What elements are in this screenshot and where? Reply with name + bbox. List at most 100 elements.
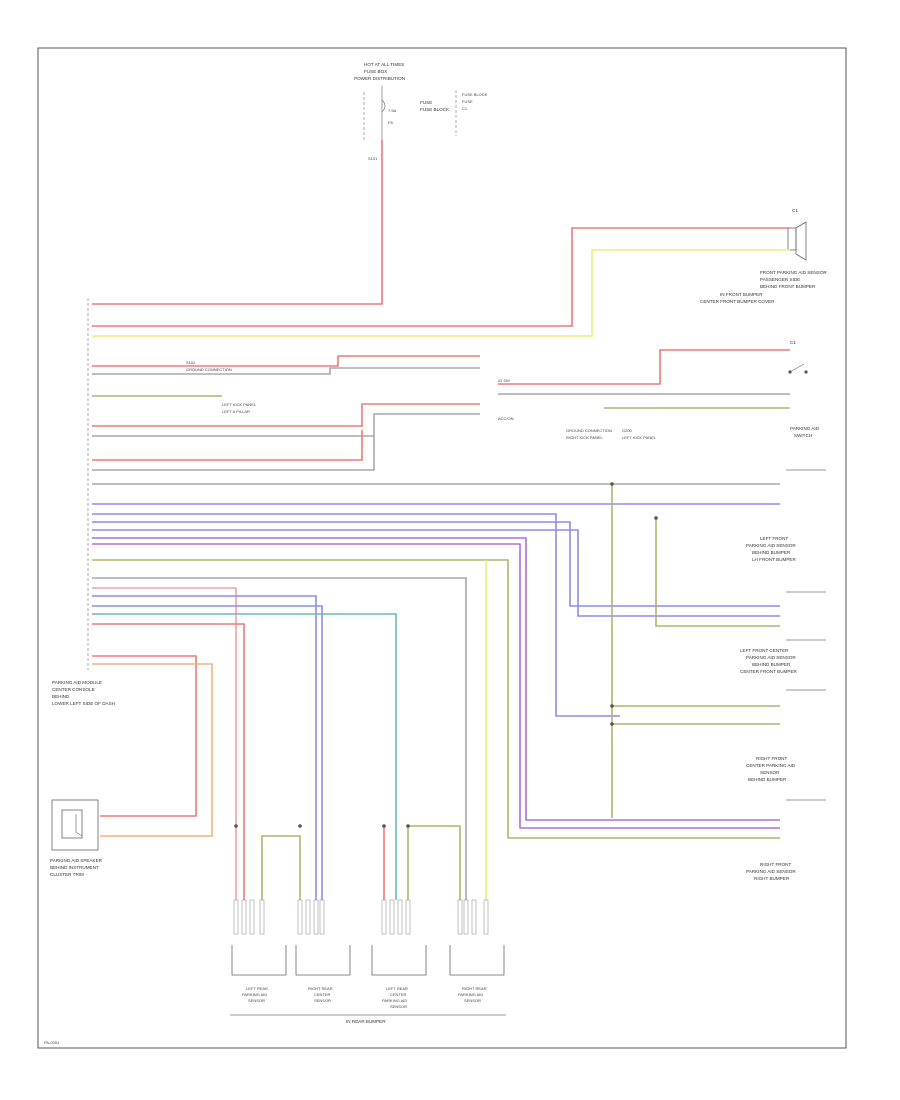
label-rear-sensor-4: RIGHT REAR [462,986,487,991]
label-parking-aid-switch: PARKING AID [790,426,820,431]
label-lh-center-sensor-3: BEHIND BUMPER [752,662,791,667]
wire-switch-line [498,349,790,385]
label-ground-g: G200 [622,428,633,433]
connector-pin [241,899,247,935]
label-page-id: PA-0001 [44,1040,60,1045]
splice-dot [610,704,614,708]
label-front-sensor-rh: FRONT PARKING AID SENSOR [760,270,827,275]
label-ign-sw-2: ACC/ON [498,416,514,421]
label-splice-top: S101 [368,156,378,161]
label-rear-sensor-4b: PARKING AID [458,992,483,997]
label-front-sensor-rh-5: CENTER FRONT BUMPER COVER [700,299,775,304]
label-rear-sensor-2c: SENSOR [314,998,331,1003]
label-lh-center-sensor-2: PARKING AID SENSOR [746,655,796,660]
label-rear-sensor-2b: CENTER [314,992,331,997]
rear-sensor-4-body [449,945,505,976]
splice-dot [234,824,238,828]
wire-speaker-pos [92,227,790,327]
switch-contact [789,363,805,373]
splice-dot [298,824,302,828]
label-module-2: CENTER CONSOLE [52,687,95,692]
rear-sensor-3-body [371,945,427,976]
label-ground-right: GROUND CONNECTION [566,428,612,433]
label-lh-front-sensor-4: LH FRONT BUMPER [752,557,796,562]
label-rear-sensor-1c: SENSOR [248,998,265,1003]
wire-rear-7 [261,835,301,900]
label-rear-sensor-3d: SENSOR [390,1004,407,1009]
wire-gnd-bus-2 [655,518,780,627]
wire-gnd-bus [92,559,780,839]
label-splice-left: S102 [186,360,196,365]
label-switch-conn: C1 [790,340,796,345]
connector-pin [471,899,477,935]
wire-switch-feed [92,403,480,427]
label-lh-center-sensor: LEFT FRONT CENTER [740,648,789,653]
label-speaker-2: BEHIND INSTRUMENT [50,865,99,870]
label-ground-kick: LEFT KICK PANEL [622,435,657,440]
wire-rear-5 [92,623,245,900]
label-hot-power: POWER DISTRIBUTION [354,76,405,81]
splice-dot [654,516,658,520]
rear-sensor-1-body [231,945,287,976]
label-lh-front-sensor-2: PARKING AID SENSOR [746,543,796,548]
splice-dot [406,824,410,828]
diagram-frame [37,47,847,1049]
connector-pin [313,899,319,935]
speaker-housing [51,799,99,851]
label-fuse-box: FUSE BOX [364,69,387,74]
label-rh-front-sensor: RIGHT FRONT [760,862,791,867]
label-parking-aid-switch-2: SWITCH [794,433,812,438]
label-rh-front-sensor-3: RIGHT BUMPER [754,876,790,881]
label-front-sensor-rh-2: PASSENGER SIDE [760,277,800,282]
label-rh-front-sensor-2: PARKING AID SENSOR [746,869,796,874]
label-rh-center-sensor: RIGHT FRONT [756,756,787,761]
label-rear-bumper: IN REAR BUMPER [346,1019,386,1024]
label-fuse-ref: F8 [388,120,393,125]
rear-sensor-2-body [295,945,351,976]
label-ground-conn: GROUND CONNECTION [186,367,232,372]
wire-sens-2 [92,513,620,717]
connector-pin [319,899,325,935]
wire-rear-2 [92,595,317,900]
wire-rear-1 [92,587,237,900]
wire-switch-b [92,436,375,471]
splice-dot [610,482,614,486]
wire-ign-1 [92,355,480,367]
label-fuse: FUSE [420,100,432,105]
splice-dot [382,824,386,828]
label-front-sensor-rh-3: BEHIND FRONT BUMPER [760,284,816,289]
label-module: PARKING AID MODULE [52,680,102,685]
label-lh-front-sensor-3: BEHIND BUMPER [752,550,791,555]
speaker-cone [61,809,83,839]
wire-ign-2 [92,367,480,375]
label-rear-sensor-1: LEFT REAR [246,986,268,991]
wire-switch-a [92,430,363,461]
connector-pin [249,899,255,935]
label-rh-center-sensor-3: SENSOR [760,770,780,775]
fuse-symbol [381,99,386,113]
connector-pin [389,899,395,935]
label-rear-sensor-3c: PARKING AID [382,998,407,1003]
connector-pin [463,899,469,935]
label-rh-center-sensor-4: BEHIND BUMPER [748,777,787,782]
label-fuse-amp: 7.5A [388,108,397,113]
wire-spk-neg [92,663,213,837]
connector-pin [397,899,403,935]
connector-pin [405,899,411,935]
connector-pin [259,899,265,935]
wire-hot-feed [92,140,383,305]
front-sensor-rh-horn [795,221,807,261]
connector-pin [483,899,489,935]
label-c-ref: C1 [462,106,468,111]
connector-pin [233,899,239,935]
connector-pin [305,899,311,935]
label-rh-center-sensor-2: CENTER PARKING AID [746,763,796,768]
wire-speaker-neg [92,249,790,337]
label-rear-sensor-3: LEFT REAR [386,986,408,991]
label-ign-sw: IG SW [498,378,510,383]
wire-spk-pos [92,655,197,817]
speaker-coil [75,814,83,837]
label-module-3: BEHIND [52,694,70,699]
label-hot-fuse: HOT AT ALL TIMES [364,62,404,67]
